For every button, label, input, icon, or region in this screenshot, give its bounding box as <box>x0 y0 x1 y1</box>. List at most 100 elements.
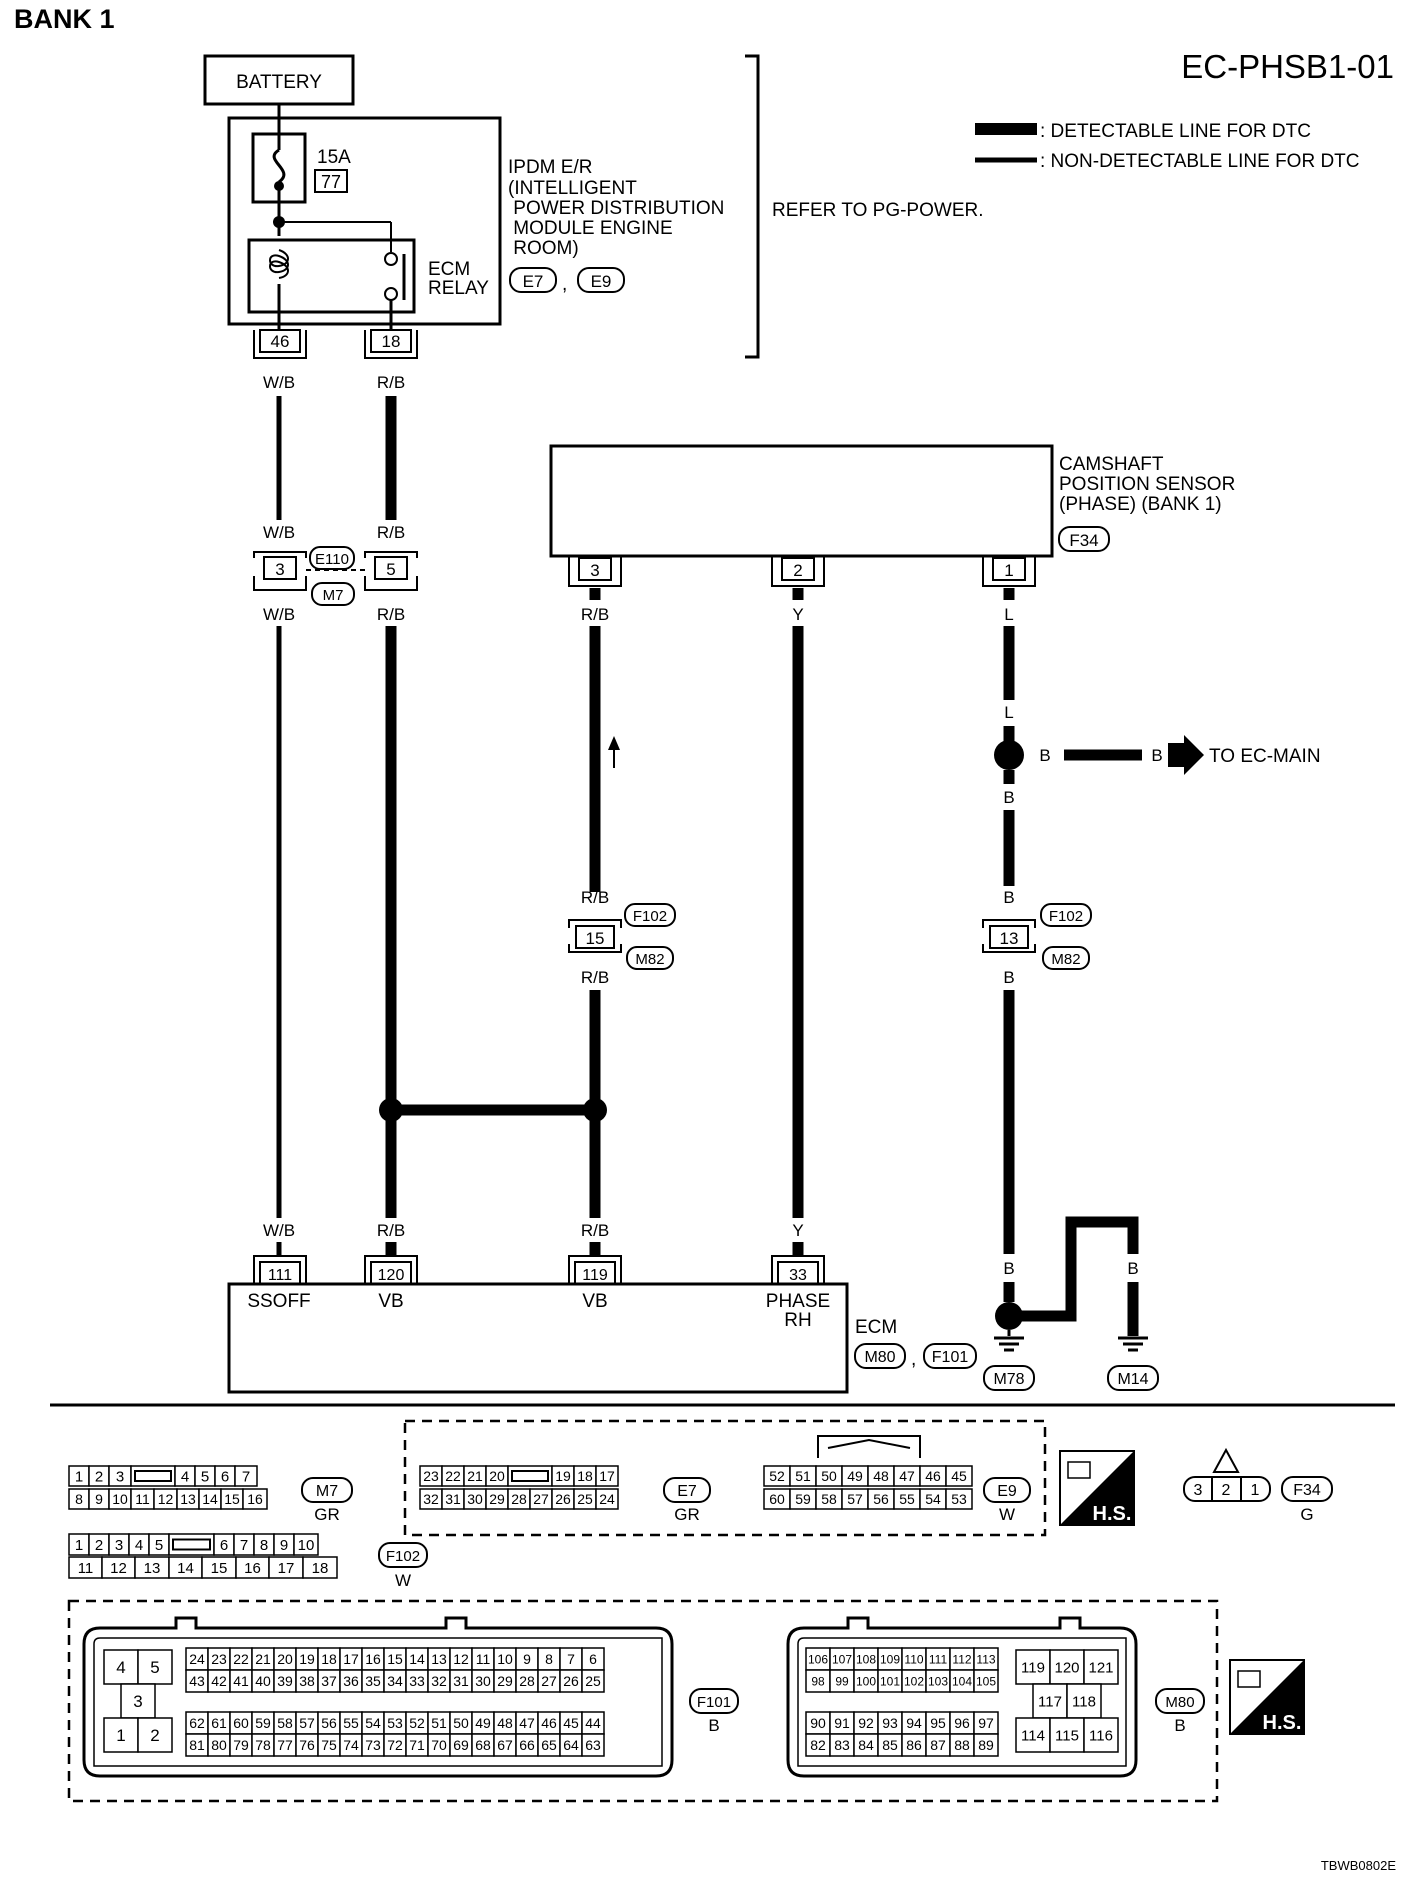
connector-pin-number: 19 <box>299 1651 315 1667</box>
connector-pin-number: 14 <box>177 1560 194 1577</box>
connector-pin-number: 70 <box>431 1737 447 1753</box>
svg-text:3: 3 <box>275 560 284 579</box>
connector-pin-number: 15 <box>211 1560 228 1577</box>
connector-pin-number: 7 <box>567 1651 575 1667</box>
connector-lock-key <box>134 1470 172 1482</box>
connector-pin-number: 58 <box>277 1715 293 1731</box>
fuse-amp: 15A <box>317 147 351 168</box>
ground-m78: M78 <box>993 1371 1024 1388</box>
ground-icon <box>994 1336 1024 1352</box>
connector-pin-number: 23 <box>211 1651 227 1667</box>
connector-pin-number: 33 <box>409 1673 425 1689</box>
connector-pin-number: 99 <box>835 1674 849 1688</box>
ecm-pin-label: RH <box>784 1310 811 1331</box>
connector-pin-number: 85 <box>882 1737 898 1753</box>
wire-label-rb: R/B <box>377 523 405 542</box>
connector-pin-number: 106 <box>808 1652 828 1666</box>
connector-pin-number: 47 <box>519 1715 535 1731</box>
connector-pin-number: 10 <box>112 1491 128 1507</box>
connector-pin-number: 80 <box>211 1737 227 1753</box>
relay-box <box>247 238 416 314</box>
svg-text:1: 1 <box>1251 1482 1260 1499</box>
connector-pin-number: 17 <box>599 1468 615 1484</box>
ecm-pin-label: SSOFF <box>247 1291 310 1312</box>
connector-pin-number: 45 <box>951 1468 967 1484</box>
connector-pin-number: 18 <box>321 1651 337 1667</box>
connector-pin-number: 12 <box>110 1560 127 1577</box>
connector-pin-number: 2 <box>150 1726 159 1745</box>
ecm-pin-119: 119 <box>568 1255 622 1285</box>
connector-pin-number: 104 <box>952 1674 972 1688</box>
connector-cavity <box>507 1465 553 1487</box>
connector-pin-number: 4 <box>116 1658 125 1677</box>
connector-pin-number: 9 <box>280 1537 288 1554</box>
connector-pin-number: 16 <box>365 1651 381 1667</box>
wire-label-l: L <box>1004 703 1013 722</box>
connector-cavity <box>581 1669 605 1693</box>
refer-bracket <box>745 54 760 359</box>
connector-pin-number: 50 <box>821 1468 837 1484</box>
sensor-name-line: CAMSHAFT <box>1059 454 1164 475</box>
connector-pin-number: 68 <box>475 1737 491 1753</box>
connector-pin-number: 9 <box>523 1651 531 1667</box>
svg-text:M7: M7 <box>323 587 344 604</box>
wire-label-rb: R/B <box>377 1221 405 1240</box>
connector-pin-number: 112 <box>952 1652 971 1666</box>
connector-pin-number: 30 <box>475 1673 491 1689</box>
fuse-number: 77 <box>321 172 341 192</box>
sensor-pin-1: 1 <box>982 556 1036 587</box>
connector-cavity <box>234 1465 258 1487</box>
connector-pin-number: 77 <box>277 1737 293 1753</box>
svg-text:120: 120 <box>378 1267 405 1284</box>
connector-pin-number: 55 <box>343 1715 359 1731</box>
connector-e9-color: W <box>999 1505 1015 1524</box>
connector-pin-number: 71 <box>409 1737 425 1753</box>
connector-pin-number: 39 <box>277 1673 293 1689</box>
connector-pin-number: 12 <box>158 1491 174 1507</box>
connector-pin-number: 51 <box>795 1468 811 1484</box>
wire-label-wb: W/B <box>263 1221 295 1240</box>
connector-pin-number: 50 <box>453 1715 469 1731</box>
ipdm-box: 15A 77 ECM RELAY <box>227 116 502 326</box>
ecm-box <box>227 1282 849 1394</box>
connector-pin-number: 81 <box>189 1737 205 1753</box>
hs-label: H.S. <box>1093 1503 1132 1525</box>
connector-pin-number: 43 <box>189 1673 205 1689</box>
connector-pin-number: 26 <box>555 1491 571 1507</box>
connector-pin-number: 11 <box>476 1651 491 1667</box>
ecm-connector-2: F101 <box>932 1349 969 1366</box>
connector-pin-number: 31 <box>445 1491 461 1507</box>
wire-b-ground-link <box>1009 1216 1139 1322</box>
connector-pin-number: 56 <box>321 1715 337 1731</box>
connector-pin-number: 117 <box>1038 1693 1062 1710</box>
connector-pin-number: 59 <box>795 1491 811 1507</box>
connector-pin-number: 60 <box>233 1715 249 1731</box>
ecm-pin-111: 111 <box>253 1255 307 1285</box>
connector-pin-number: 89 <box>978 1737 994 1753</box>
connector-e9-id: E9 <box>997 1483 1017 1500</box>
connector-pin-number: 22 <box>233 1651 249 1667</box>
connector-cavity <box>973 1733 999 1757</box>
connector-pin-number: 11 <box>78 1560 94 1577</box>
connector-pin-number: 45 <box>563 1715 579 1731</box>
connector-pin-number: 67 <box>497 1737 513 1753</box>
connector-m80-shell <box>786 1616 1138 1778</box>
connector-pin-number: 1 <box>75 1537 83 1554</box>
legend: : DETECTABLE LINE FOR DTC : NON-DETECTAB… <box>975 121 1360 172</box>
connector-pin-number: 11 <box>135 1491 150 1507</box>
connector-pin-number: 51 <box>431 1715 447 1731</box>
ecm-name: ECM <box>855 1317 897 1338</box>
connector-pin-number: 3 <box>116 1468 124 1485</box>
connector-pin-number: 98 <box>811 1674 825 1688</box>
connector-pin-number: 52 <box>409 1715 425 1731</box>
connector-pin-number: 5 <box>155 1537 163 1554</box>
connector-pin-number: 60 <box>769 1491 785 1507</box>
connector-pin-number: 31 <box>453 1673 469 1689</box>
sensor-pin-3: 3 <box>568 556 622 587</box>
connector-m7-color: GR <box>314 1505 340 1524</box>
svg-text:111: 111 <box>268 1267 292 1284</box>
connector-pin-number: 62 <box>189 1715 205 1731</box>
connector-pin-number: 40 <box>255 1673 271 1689</box>
wire-label-wb: W/B <box>263 523 295 542</box>
